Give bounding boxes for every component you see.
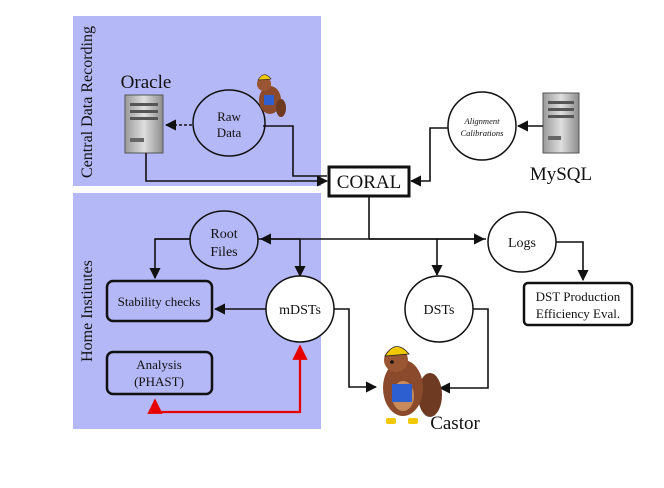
stability-checks-label: Stability checks	[118, 294, 201, 309]
calibrations-label: Calibrations	[461, 128, 505, 138]
logs-to-dsteval-link	[556, 241, 589, 282]
raw-data-label-1: Raw	[217, 109, 241, 124]
mdsts-label: mDSTs	[279, 303, 321, 318]
rawdata-to-coral-link	[263, 125, 327, 177]
analysis-mdsts-red-link	[147, 344, 308, 414]
alignment-calibrations-node	[447, 91, 517, 161]
mysql-label: MySQL	[530, 164, 592, 185]
analysis-label-2: (PHAST)	[134, 374, 184, 389]
bus-to-stability-link	[149, 238, 190, 280]
castor-beaver-icon	[383, 346, 442, 424]
root-files-node	[189, 210, 259, 270]
logs-label: Logs	[508, 236, 536, 251]
coral-box	[327, 165, 411, 198]
castor-label: Castor	[430, 413, 480, 434]
central-region-label: Central Data Recording	[79, 26, 96, 178]
dsts-label: DSTs	[424, 303, 455, 318]
mdsts-to-castor-link	[334, 308, 378, 393]
root-files-label-2: Files	[210, 245, 237, 260]
alignment-to-coral-link	[409, 127, 448, 187]
dst-efficiency-eval-box	[522, 281, 634, 327]
dst-eval-label-1: DST Production	[536, 289, 621, 304]
small-beaver-icon	[257, 74, 286, 117]
mysql-server-icon	[542, 92, 580, 154]
dst-eval-label-2: Efficiency Eval.	[536, 306, 620, 321]
root-files-label-1: Root	[210, 227, 237, 242]
alignment-label: Alignment	[464, 116, 501, 126]
oracle-server-icon	[124, 94, 164, 154]
raw-data-label-2: Data	[217, 125, 242, 140]
stability-checks-box	[105, 279, 214, 323]
dsts-to-castor-link	[438, 308, 489, 394]
oracle-label: Oracle	[121, 72, 172, 93]
analysis-label-1: Analysis	[136, 357, 182, 372]
oracle-to-coral-link	[145, 153, 329, 187]
raw-data-node	[192, 89, 266, 157]
coral-label: CORAL	[337, 172, 401, 193]
home-region-label: Home Institutes	[79, 260, 96, 362]
